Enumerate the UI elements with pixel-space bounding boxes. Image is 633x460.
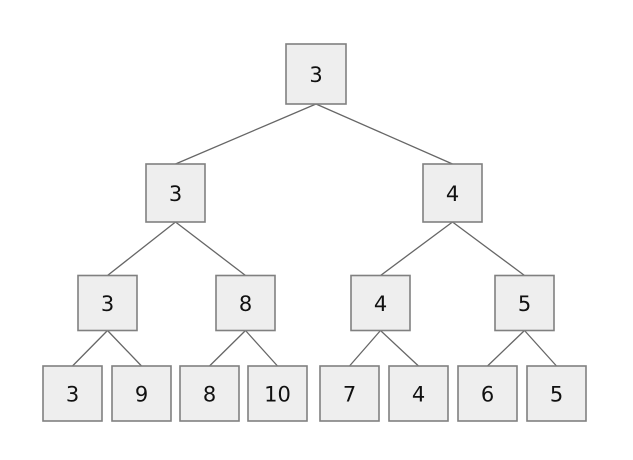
tree-edge [380,330,419,367]
tree-edge [175,221,246,277]
tree-node-label: 4 [374,292,387,316]
tree-edge [107,221,176,277]
tree-node-label: 3 [309,63,322,87]
tree-edge [72,330,108,367]
tree-node-box [526,365,587,422]
tree-node: 4 [350,274,411,332]
tree-node-label: 3 [66,383,79,407]
tree-node-label: 7 [343,383,356,407]
tree-edge [107,330,142,367]
tree-node: 4 [388,365,449,422]
tree-node-label: 3 [101,292,114,316]
tree-node-label: 5 [550,383,563,407]
tree-node-box [145,163,206,223]
tree-node-label: 10 [264,383,291,407]
tree-edge [349,330,381,367]
tree-node-box [179,365,240,422]
tree-node-box [494,274,555,332]
tree-edge-layer [72,103,557,367]
tree-edge [315,103,453,165]
tree-edge [175,103,317,165]
tree-node: 8 [179,365,240,422]
tree-node: 5 [526,365,587,422]
tree-node-label: 8 [239,292,252,316]
tree-node-box [422,163,483,223]
tree-node: 9 [111,365,172,422]
tree-node-box [457,365,518,422]
tree-edge [487,330,525,367]
tree-edge [380,221,453,277]
tree-node: 8 [215,274,276,332]
tree-node-box [388,365,449,422]
tree-node: 3 [77,274,138,332]
tree-node: 7 [319,365,380,422]
tree-edge [524,330,557,367]
tree-node-box [111,365,172,422]
tree-node-label: 4 [446,182,459,206]
tree-node: 10 [247,365,308,422]
tree-node-box [215,274,276,332]
tree-node: 5 [494,274,555,332]
tree-node-label: 3 [169,182,182,206]
tree-edge [209,330,246,367]
tree-node-box [77,274,138,332]
tree-node-label: 6 [481,383,494,407]
tree-node-box [42,365,103,422]
tree-edge [452,221,525,277]
tree-node: 3 [285,43,347,105]
tree-node-box [285,43,347,105]
tree-node-label: 4 [412,383,425,407]
tree-node-box [350,274,411,332]
tree-node-box [247,365,308,422]
tree-node-label: 8 [203,383,216,407]
tree-edge [245,330,278,367]
tree-node-label: 5 [518,292,531,316]
tree-node-label: 9 [135,383,148,407]
tree-node: 3 [42,365,103,422]
tree-node: 4 [422,163,483,223]
tree-node-layer: 3 3 4 3 8 4 5 3 9 8 10 7 4 6 5 [42,43,587,422]
tree-node-box [319,365,380,422]
tree-node: 3 [145,163,206,223]
tree-node: 6 [457,365,518,422]
